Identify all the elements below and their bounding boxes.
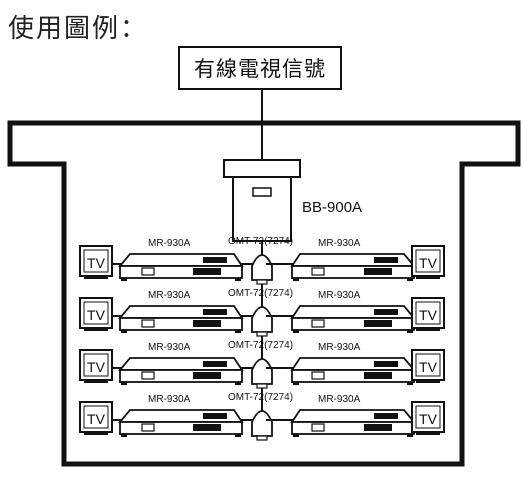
amplifier-top	[223, 159, 301, 178]
right-tv-label: TV	[419, 255, 438, 271]
left-tv-icon: TV	[79, 349, 113, 383]
right-receiver	[290, 409, 416, 437]
amplifier-body	[232, 176, 292, 242]
left-tv-icon: TV	[79, 245, 113, 279]
right-receiver	[290, 305, 416, 333]
amplifier-label: BB-900A	[302, 199, 362, 216]
left-receiver	[118, 409, 244, 437]
left-receiver-label: MR-930A	[148, 394, 191, 405]
right-receiver-label: MR-930A	[318, 342, 361, 353]
right-receiver-label: MR-930A	[318, 394, 361, 405]
right-tv-icon: TV	[411, 401, 445, 435]
left-tv-icon: TV	[79, 297, 113, 331]
right-receiver	[290, 357, 416, 385]
right-tv-icon: TV	[411, 297, 445, 331]
left-receiver-label: MR-930A	[148, 290, 191, 301]
splitter-icon	[251, 410, 273, 441]
right-tv-label: TV	[419, 411, 438, 427]
splitter-icon	[251, 254, 273, 285]
right-tv-label: TV	[419, 359, 438, 375]
left-tv-label: TV	[87, 255, 106, 271]
distribution-row: TV MR-930A OMT-72(7274)	[79, 340, 445, 389]
right-receiver-label: MR-930A	[318, 290, 361, 301]
left-receiver	[118, 305, 244, 333]
left-tv-label: TV	[87, 359, 106, 375]
amplifier-window	[252, 187, 272, 197]
building-outline	[7, 120, 521, 467]
left-receiver-label: MR-930A	[148, 342, 191, 353]
splitter-icon	[251, 358, 273, 389]
left-receiver	[118, 253, 244, 281]
splitter-label: OMT-72(7274)	[228, 392, 293, 403]
left-receiver-label: MR-930A	[148, 238, 191, 249]
distribution-row: TV MR-930A OMT-72(7274)	[79, 288, 445, 337]
distribution-row: TV MR-930A OMT-72(7274)	[79, 392, 445, 441]
left-receiver	[118, 357, 244, 385]
splitter-label: OMT-72(7274)	[228, 340, 293, 351]
amplifier-unit	[223, 159, 301, 242]
cable-signal-source-box: 有線電視信號	[178, 46, 342, 90]
right-receiver-label: MR-930A	[318, 238, 361, 249]
right-tv-icon: TV	[411, 349, 445, 383]
splitter-icon	[251, 306, 273, 337]
right-tv-icon: TV	[411, 245, 445, 279]
page-title: 使用圖例：	[8, 14, 149, 44]
left-tv-icon: TV	[79, 401, 113, 435]
splitter-label: OMT-72(7274)	[228, 236, 293, 247]
splitter-label: OMT-72(7274)	[228, 288, 293, 299]
left-tv-label: TV	[87, 411, 106, 427]
right-receiver	[290, 253, 416, 281]
distribution-row: TV MR-930A OMT-72(7274)	[79, 236, 445, 285]
right-tv-label: TV	[419, 307, 438, 323]
left-tv-label: TV	[87, 307, 106, 323]
